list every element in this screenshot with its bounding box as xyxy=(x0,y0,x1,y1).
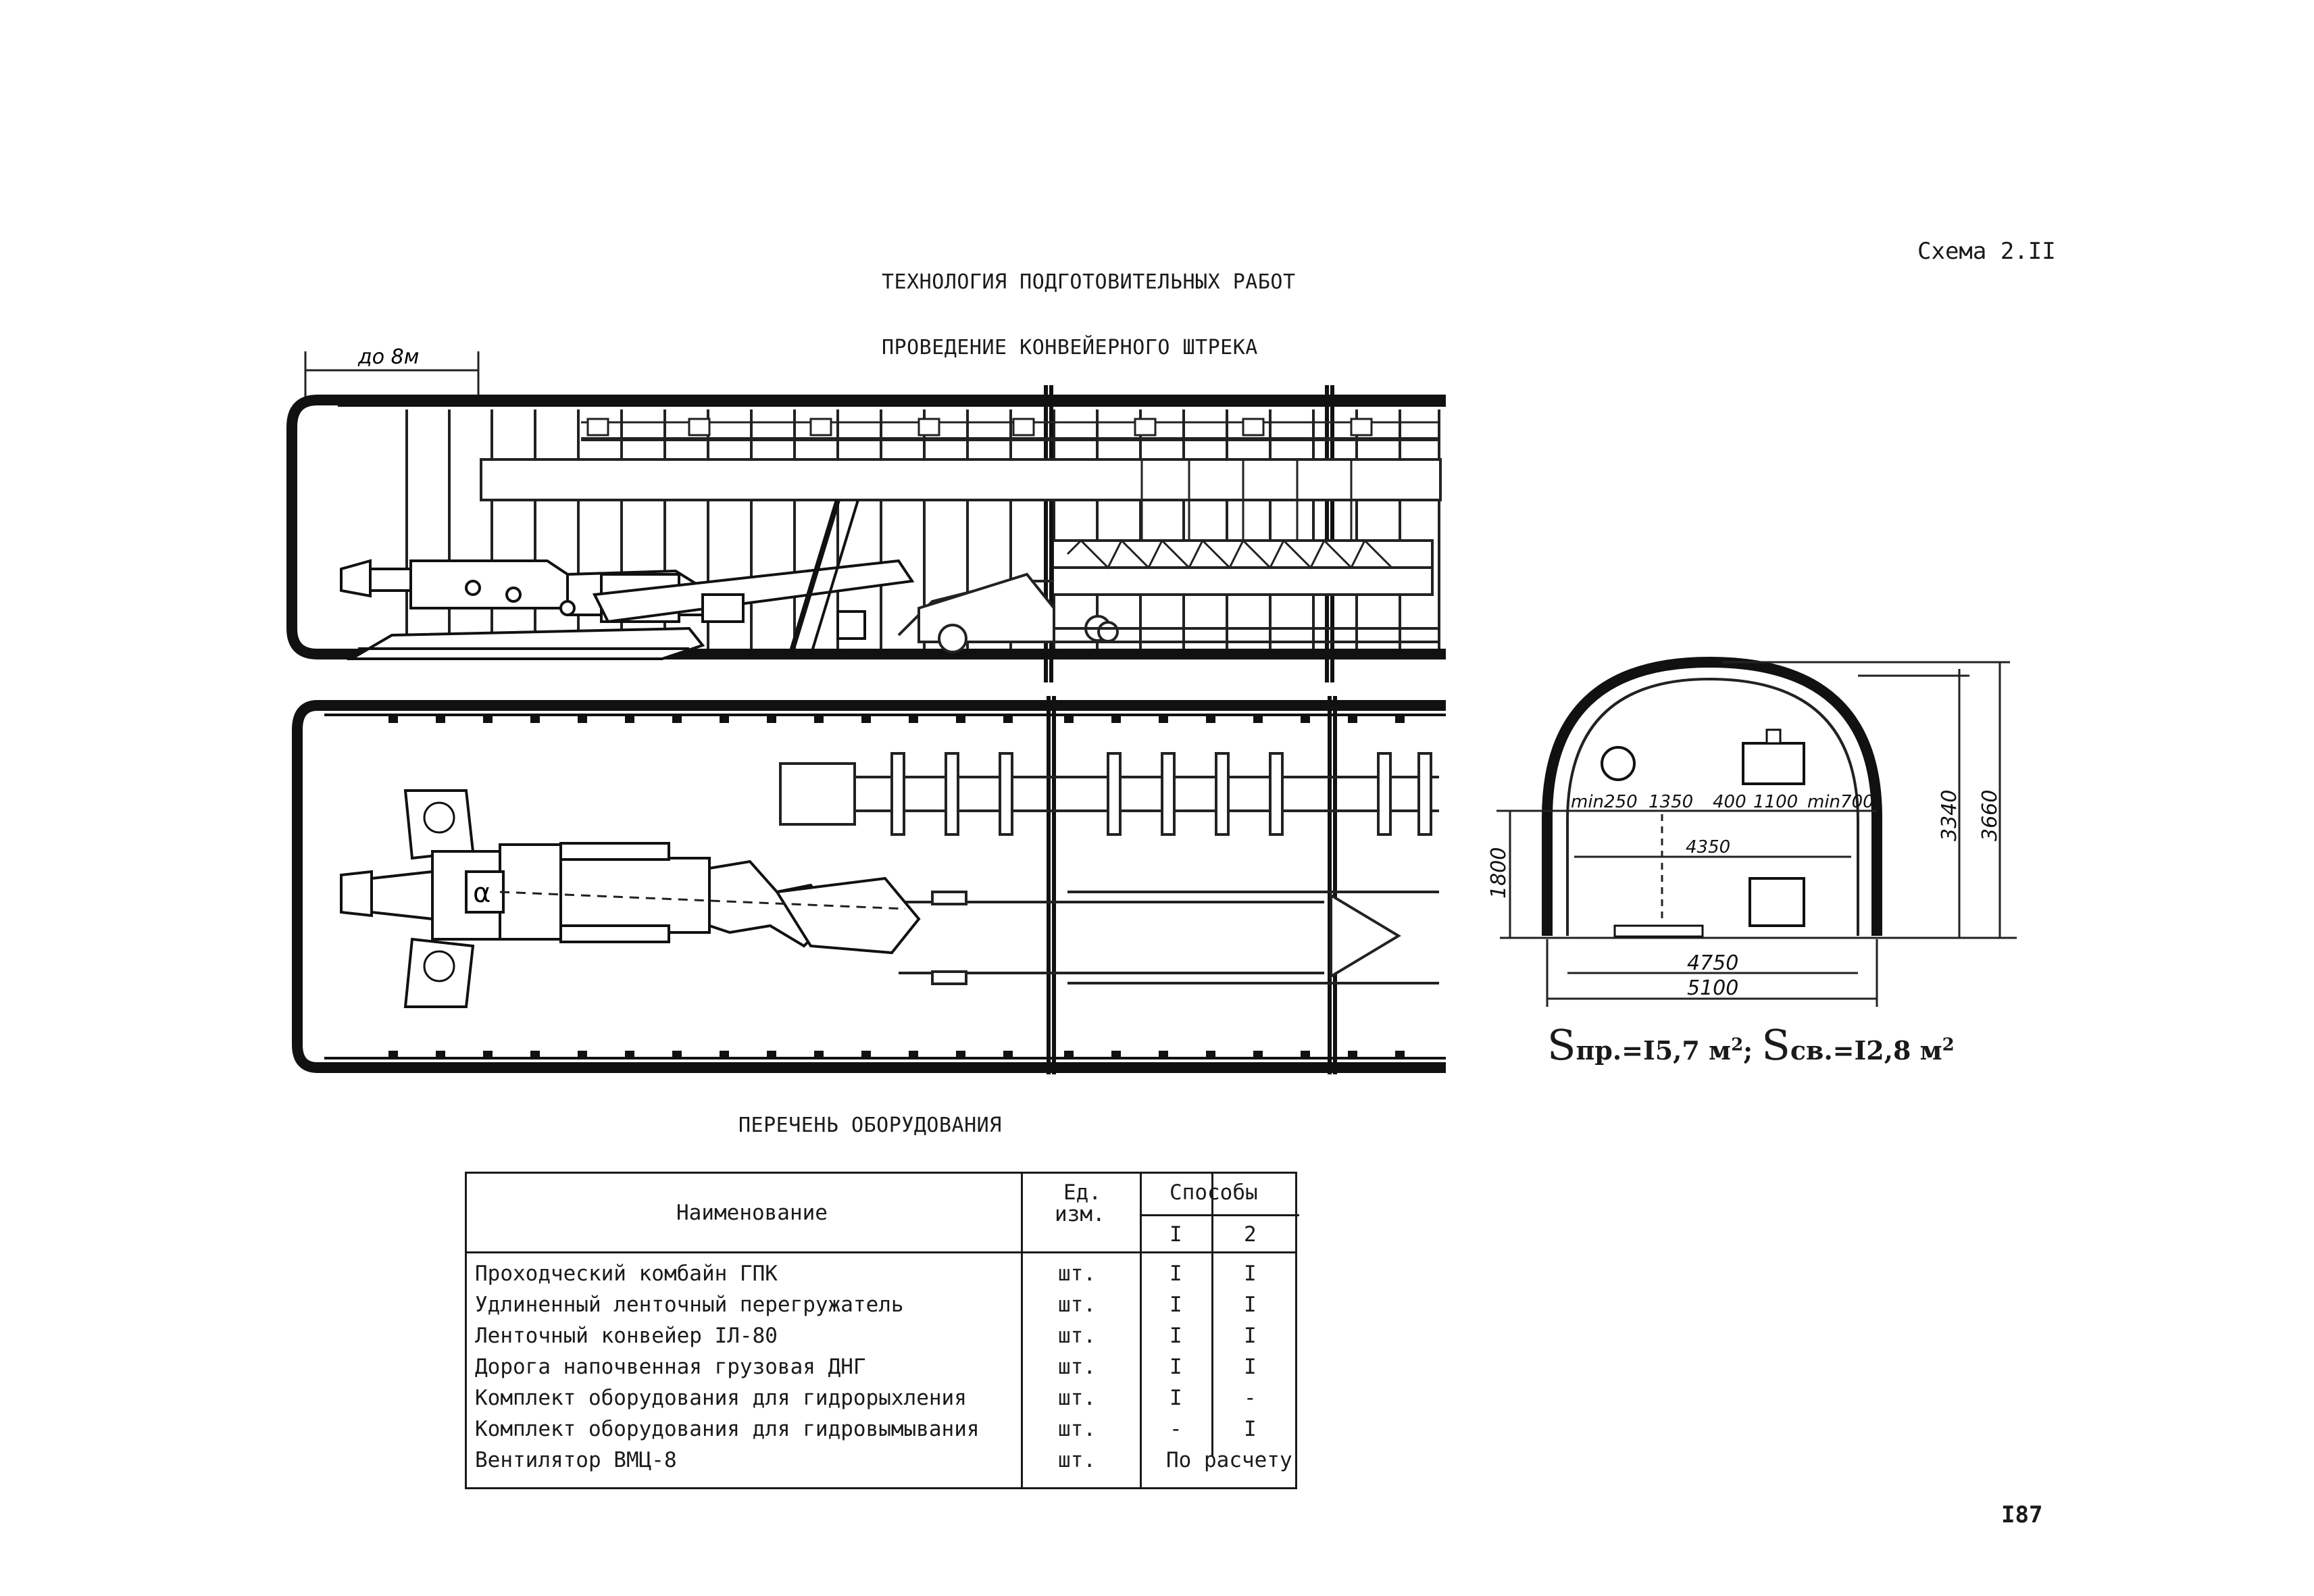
table-row: Дорога напочвенная грузовая ДНГ шт. I I xyxy=(467,1355,1295,1386)
row-m2: I xyxy=(1244,1262,1257,1286)
row-m1: - xyxy=(1169,1417,1182,1441)
side-elevation-view xyxy=(286,385,1446,682)
row-name: Удлиненный ленточный перегружатель xyxy=(475,1293,904,1317)
row-m1: I xyxy=(1169,1324,1182,1348)
bolt-marks xyxy=(388,716,1405,1057)
dim-400: 400 xyxy=(1713,792,1746,812)
row-m1: I xyxy=(1169,1386,1182,1410)
equipment-list-title: ПЕРЕЧЕНЬ ОБОРУДОВАНИЯ xyxy=(738,1114,1002,1137)
row-m2: - xyxy=(1244,1386,1257,1410)
area-s1-exp: 2 xyxy=(1731,1034,1744,1055)
dim-4750: 4750 xyxy=(1687,951,1738,975)
dim-1100: 1100 xyxy=(1753,792,1798,812)
header-method-2: 2 xyxy=(1244,1222,1257,1247)
col-divider-methods xyxy=(1140,1174,1142,1487)
header-name: Наименование xyxy=(676,1201,828,1225)
row-m2: I xyxy=(1244,1355,1257,1379)
row-m1: I xyxy=(1169,1262,1182,1286)
table-row: Проходческий комбайн ГПК шт. I I xyxy=(467,1262,1295,1293)
row-unit: шт. xyxy=(1058,1262,1096,1286)
area-formula: Sпр.=I5,7 м2; Sсв.=I2,8 м2 xyxy=(1547,1020,1955,1070)
dim-min700: min700 xyxy=(1807,792,1874,812)
distance-dimension: до 8м xyxy=(304,345,480,400)
row-unit: шт. xyxy=(1058,1386,1096,1410)
table-row: Комплект оборудования для гидровымывания… xyxy=(467,1417,1295,1448)
table-header xyxy=(467,1174,1295,1253)
dim-1800: 1800 xyxy=(1487,847,1511,899)
area-separator: ; xyxy=(1743,1035,1753,1066)
row-name: Дорога напочвенная грузовая ДНГ xyxy=(475,1355,866,1379)
distance-label: до 8м xyxy=(357,345,419,369)
dim-1350: 1350 xyxy=(1649,792,1693,812)
row-m2: I xyxy=(1244,1417,1257,1441)
scheme-label: Схема 2.II xyxy=(1917,238,2056,265)
col-divider-unit xyxy=(1021,1174,1023,1487)
cross-section-view: min250 1350 400 1100 min700 4350 4750 51… xyxy=(1487,656,2017,1007)
row-methods-merged: По расчету xyxy=(1166,1448,1292,1472)
dim-min250: min250 xyxy=(1571,792,1638,812)
row-unit: шт. xyxy=(1058,1448,1096,1472)
sub-title: ПРОВЕДЕНИЕ КОНВЕЙЕРНОГО ШТРЕКА xyxy=(882,336,1258,359)
row-name: Комплект оборудования для гидровымывания xyxy=(475,1417,980,1441)
header-methods: Способы xyxy=(1169,1180,1258,1205)
row-m2: I xyxy=(1244,1293,1257,1317)
row-name: Ленточный конвейер IЛ-80 xyxy=(475,1324,778,1348)
row-name: Проходческий комбайн ГПК xyxy=(475,1262,778,1286)
table-row: Вентилятор ВМЦ-8 шт. По расчету xyxy=(467,1448,1295,1479)
row-m1: I xyxy=(1169,1355,1182,1379)
area-s2: S xyxy=(1761,1020,1790,1070)
row-unit: шт. xyxy=(1058,1293,1096,1317)
table-row: Ленточный конвейер IЛ-80 шт. I I xyxy=(467,1324,1295,1355)
col-divider-m2 xyxy=(1211,1174,1213,1456)
dim-5100: 5100 xyxy=(1687,976,1738,1000)
table-row: Удлиненный ленточный перегружатель шт. I… xyxy=(467,1293,1295,1324)
row-unit: шт. xyxy=(1058,1324,1096,1348)
methods-divider xyxy=(1140,1214,1299,1216)
table-row: Комплект оборудования для гидрорыхления … xyxy=(467,1386,1295,1417)
area-s1-text: пр.=I5,7 м xyxy=(1576,1035,1732,1066)
dim-3660: 3660 xyxy=(1978,790,2002,841)
header-unit-2: изм. xyxy=(1055,1202,1105,1226)
page-number: I87 xyxy=(2001,1501,2043,1528)
main-title: ТЕХНОЛОГИЯ ПОДГОТОВИТЕЛЬНЫХ РАБОТ xyxy=(882,270,1296,294)
plan-view: α xyxy=(292,696,1446,1074)
row-name: Комплект оборудования для гидрорыхления xyxy=(475,1386,967,1410)
dim-4350: 4350 xyxy=(1686,837,1730,857)
area-s2-text: св.=I2,8 м xyxy=(1790,1035,1942,1066)
area-s2-exp: 2 xyxy=(1942,1034,1955,1055)
header-method-1: I xyxy=(1169,1222,1182,1247)
header-unit-1: Ед. xyxy=(1063,1180,1101,1205)
area-s1: S xyxy=(1547,1020,1576,1070)
cutter-label: α xyxy=(473,878,491,909)
dim-3340: 3340 xyxy=(1938,790,1961,841)
row-m2: I xyxy=(1244,1324,1257,1348)
row-name: Вентилятор ВМЦ-8 xyxy=(475,1448,677,1472)
row-unit: шт. xyxy=(1058,1355,1096,1379)
row-m1: I xyxy=(1169,1293,1182,1317)
equipment-table: Наименование Ед. изм. Способы I 2 Проход… xyxy=(465,1172,1299,1489)
row-unit: шт. xyxy=(1058,1417,1096,1441)
